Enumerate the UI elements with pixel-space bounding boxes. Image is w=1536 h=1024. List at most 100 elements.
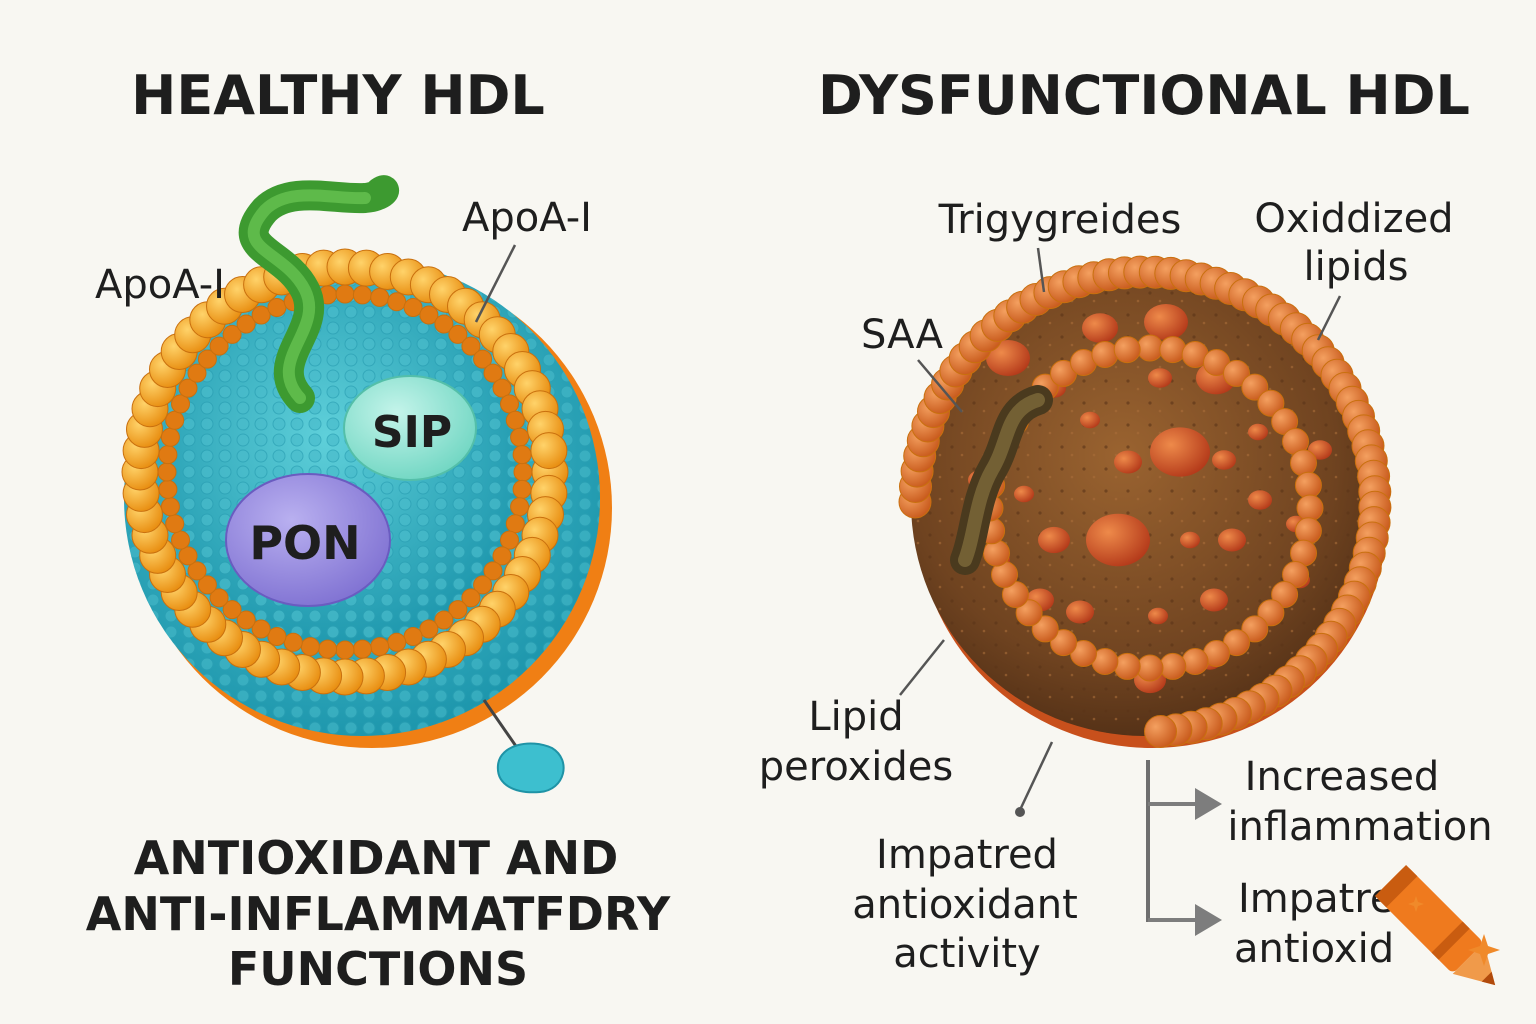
lipid-bead <box>500 530 519 550</box>
lipid-bead <box>370 287 390 307</box>
lipid-blob <box>1080 411 1100 429</box>
lipid-bead <box>1294 471 1322 499</box>
lipid-bead <box>178 546 198 566</box>
lipid-bead <box>510 427 530 447</box>
lipid-bead <box>1294 517 1322 545</box>
lipid-bead <box>236 610 256 630</box>
lipid-label-line-2: peroxides <box>759 744 953 790</box>
lipid-bead <box>1015 599 1043 627</box>
lipid-bead <box>158 445 178 465</box>
lipid-bead <box>434 610 454 630</box>
lipid-bead <box>530 432 568 470</box>
detached-fragment-icon <box>482 699 565 794</box>
function-line-1: ANTIOXIDANT AND <box>134 831 619 885</box>
lipid-bead <box>1159 336 1187 364</box>
lipid-blob <box>1248 423 1268 441</box>
lipid-bead <box>165 410 185 430</box>
dysfunctional-title: DYSFUNCTIONAL HDL <box>818 64 1470 127</box>
lipid-bead <box>1296 494 1324 522</box>
lipid-bead <box>492 378 512 398</box>
lipid-bead <box>505 410 525 430</box>
lipid-bead <box>1290 449 1317 477</box>
inner-bead-ring <box>157 284 533 660</box>
lipid-bead <box>300 637 320 657</box>
lipid-bead <box>222 324 242 344</box>
lipid-blob <box>1150 427 1210 477</box>
lipid-bead <box>352 285 372 305</box>
impaired-label-line-1: Impatred <box>876 832 1058 878</box>
lipid-bead <box>197 575 217 595</box>
dys-inner-bead-ring <box>976 334 1324 682</box>
lipid-label-line-1: Lipid <box>808 694 903 740</box>
lipid-bead <box>335 284 355 304</box>
lipid-blob <box>1200 588 1228 612</box>
arrow-right-icon <box>1148 788 1222 820</box>
lipid-bead <box>1031 615 1059 643</box>
lipid-bead <box>500 394 519 414</box>
lipid-bead <box>505 514 525 534</box>
lipid-bead <box>387 632 407 652</box>
apoa1-label-right: ApoA-I <box>462 195 592 241</box>
lipid-bead <box>160 427 180 447</box>
lipid-blob <box>1144 304 1188 340</box>
lipid-bead <box>448 324 468 344</box>
lipid-bead <box>448 600 468 620</box>
effect-1-line-2: inflammation <box>1227 804 1492 850</box>
pon-label: PON <box>249 516 360 570</box>
lipid-blob <box>1248 490 1272 510</box>
lipid-blob <box>1218 528 1246 552</box>
lipid-bead <box>267 627 287 646</box>
lipid-bead <box>403 627 423 646</box>
sparkle-icon <box>1468 934 1500 966</box>
lipid-bead <box>461 336 481 356</box>
lipid-bead <box>1136 654 1164 682</box>
lipid-blob <box>1038 526 1070 554</box>
lipid-blob <box>1148 607 1168 625</box>
lipid-bead <box>1257 389 1285 417</box>
sip-label: SIP <box>372 407 452 458</box>
lipid-blob <box>1114 450 1142 474</box>
lipid-bead <box>1159 652 1187 680</box>
healthy-title: HEALTHY HDL <box>131 64 545 127</box>
lipid-bead <box>473 575 493 595</box>
lipid-bead <box>187 561 207 581</box>
sparkle-icon <box>1408 896 1424 912</box>
healthy-function-caption: ANTIOXIDANT AND ANTI-INFLAMMATFDRY FUNCT… <box>86 831 671 996</box>
lipid-bead <box>158 479 178 499</box>
lipid-bead <box>1223 359 1250 387</box>
lipid-bead <box>160 497 180 517</box>
apoa1-right-leader <box>474 244 517 323</box>
impaired-label-line-3: activity <box>893 931 1040 977</box>
lipid-bead <box>419 619 439 639</box>
lipid-bead <box>157 462 177 482</box>
lipid-bead <box>370 637 390 657</box>
lipid-bead <box>283 632 303 652</box>
lipid-bead <box>335 640 355 660</box>
lipid-bead <box>187 363 207 383</box>
effect-arrows <box>1146 760 1222 936</box>
lipid-bead <box>513 462 533 482</box>
lipid-bead <box>197 349 217 369</box>
lipid-bead <box>318 639 338 659</box>
outer-bead-ring <box>121 248 569 696</box>
sip-protein: SIP <box>343 375 477 481</box>
dysfunctional-hdl-particle <box>898 255 1392 748</box>
lipid-bead <box>352 639 372 659</box>
lipid-blob <box>1086 513 1150 567</box>
dys-outer-bead-ring <box>898 255 1392 748</box>
lipid-bead <box>387 292 407 312</box>
healthy-hdl-particle <box>121 248 612 748</box>
lipid-bead <box>512 479 532 499</box>
arrow-right-icon <box>1148 904 1222 936</box>
lipid-blob <box>1082 313 1118 343</box>
lipid-bead <box>1257 599 1285 627</box>
lipid-bead <box>236 314 256 334</box>
function-line-3: FUNCTIONS <box>228 942 528 996</box>
lipid-bead <box>483 363 503 383</box>
lipid-bead <box>983 539 1010 567</box>
lipid-bead <box>209 336 229 356</box>
lipid-bead <box>251 619 271 639</box>
lipid-blob <box>1066 600 1094 624</box>
effect-1-line-1: Increased <box>1245 754 1440 800</box>
